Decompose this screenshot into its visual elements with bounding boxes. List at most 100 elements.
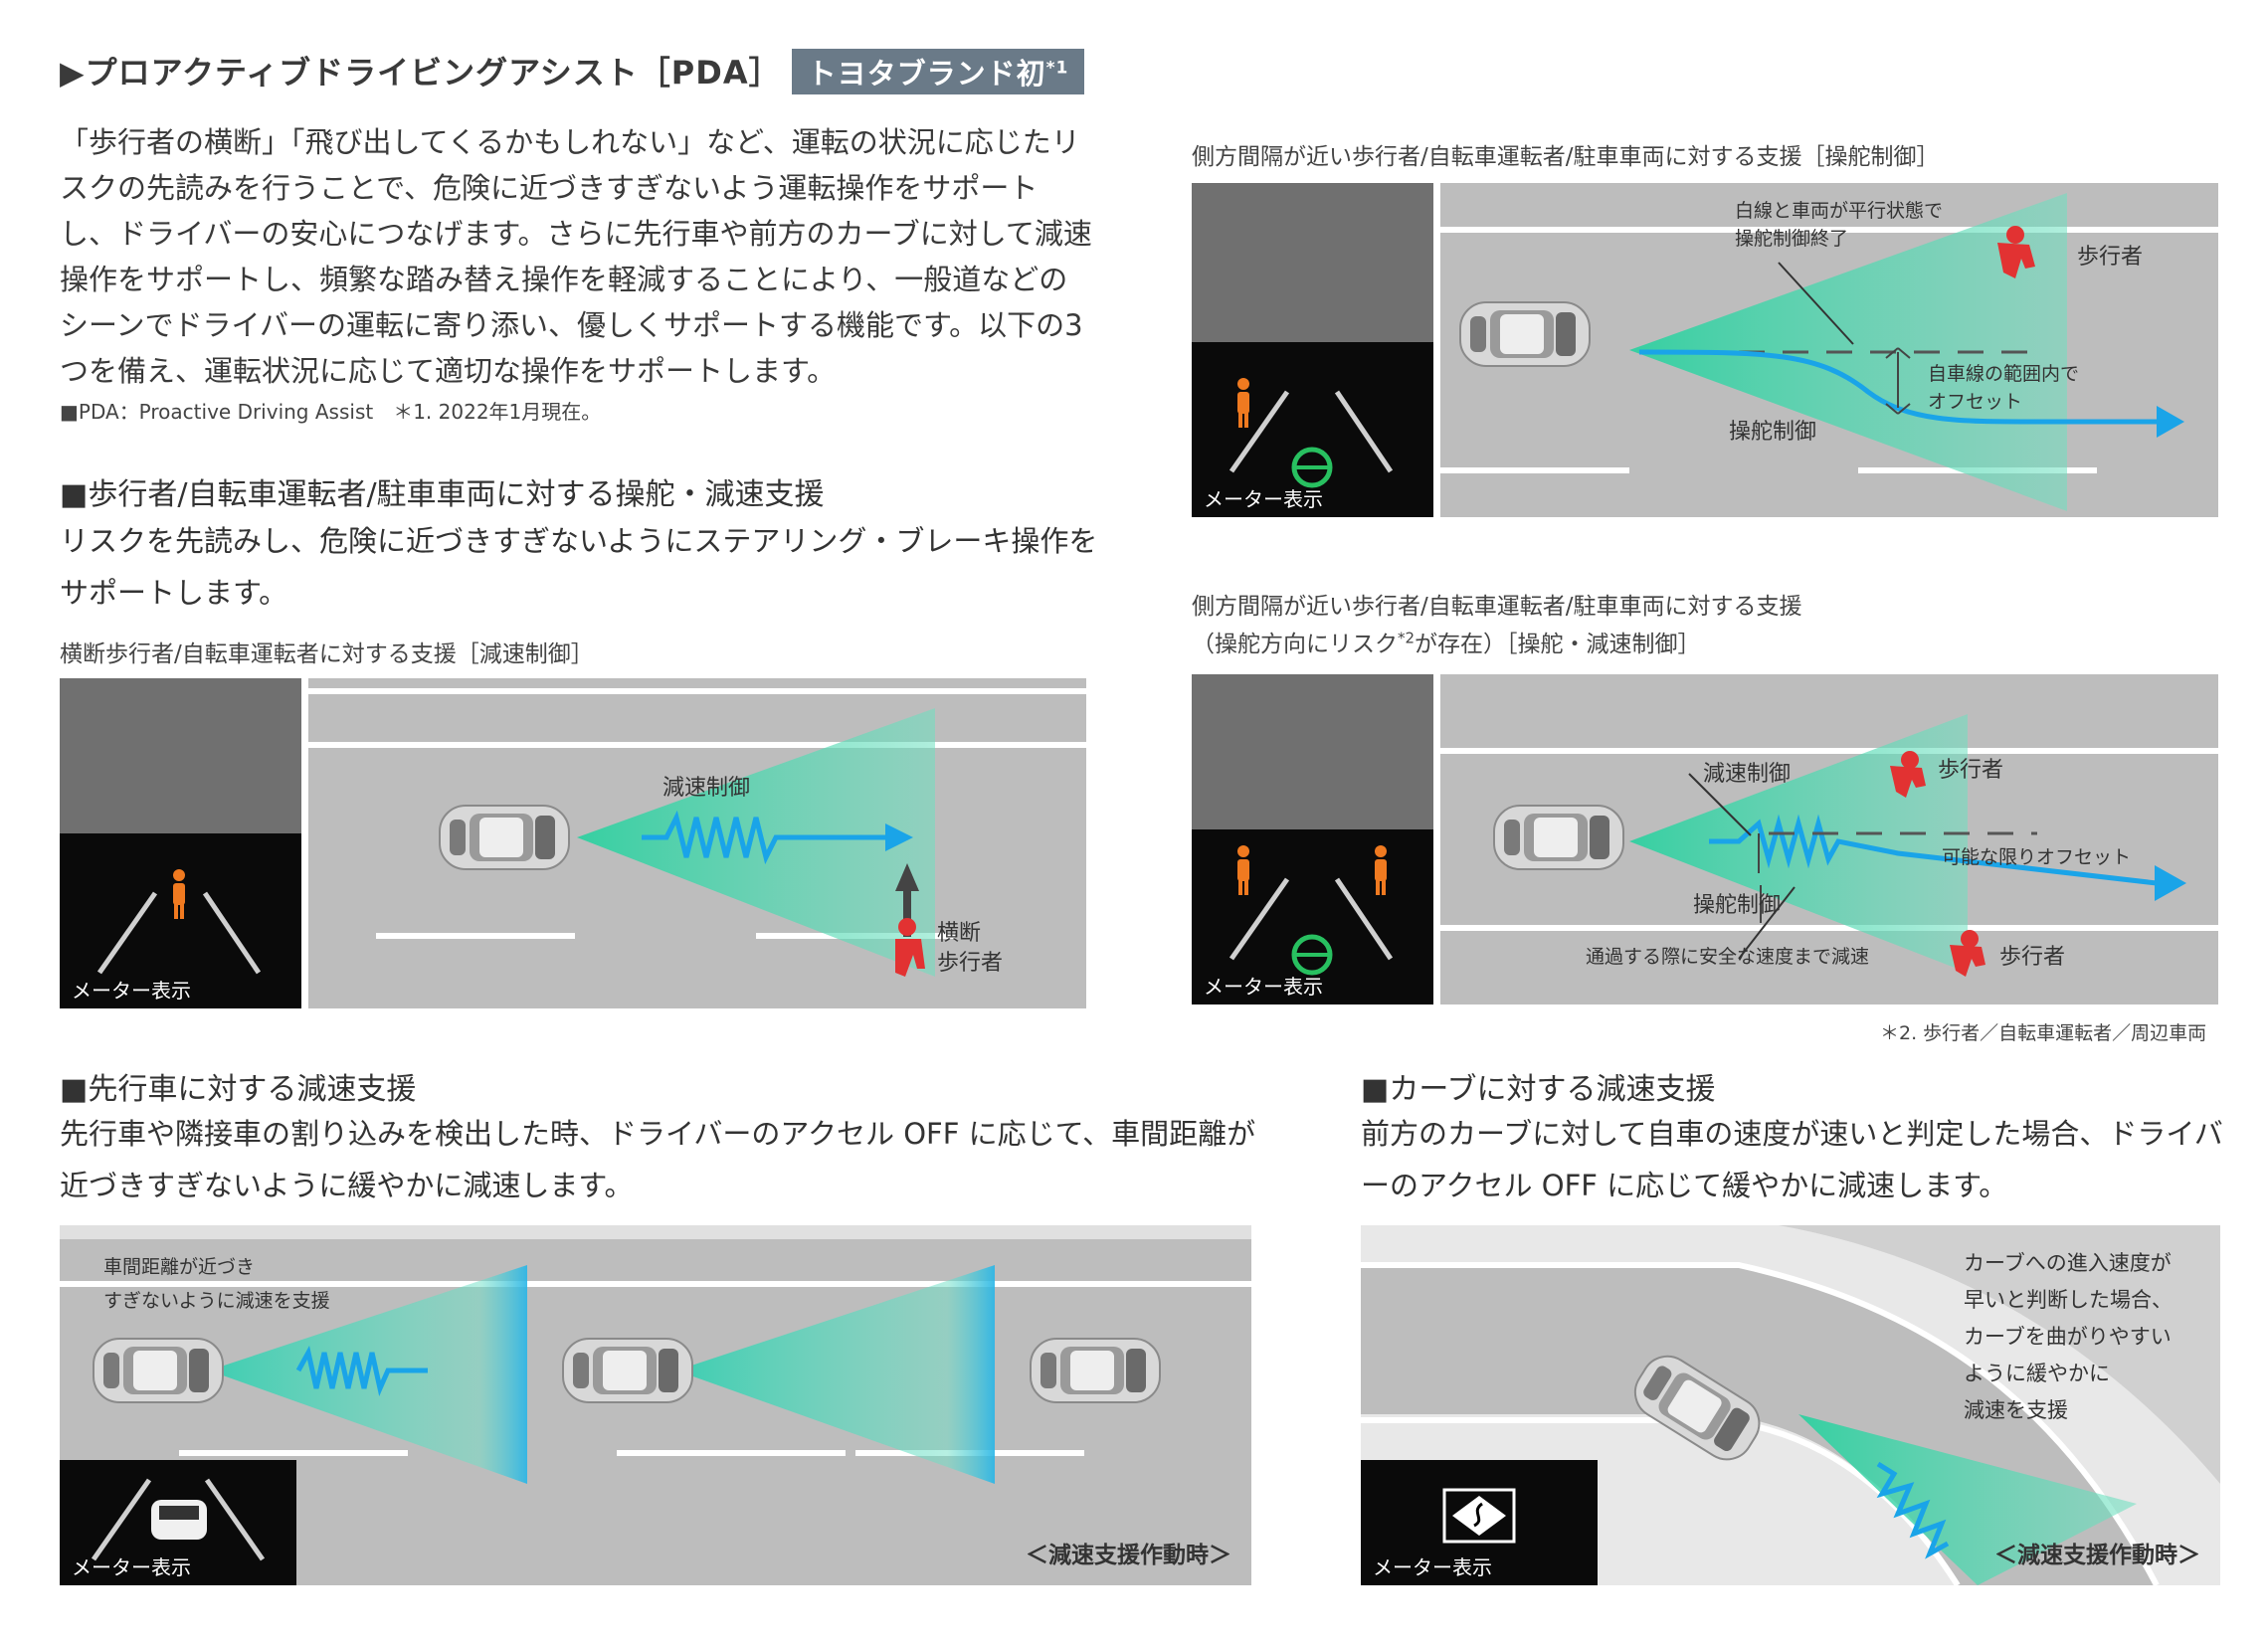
road: 白線と車両が平行状態で 操舵制御終了 歩行者 自車線の範囲内で オフセット 操舵… bbox=[1440, 183, 2218, 517]
sensor-beam bbox=[1798, 1414, 2137, 1585]
meter-display: メーター表示 bbox=[1192, 829, 1433, 1004]
own-car bbox=[93, 1338, 224, 1403]
meter-label: メーター表示 bbox=[72, 1555, 191, 1579]
steer-path bbox=[1638, 349, 2157, 425]
lead-car bbox=[1030, 1338, 1161, 1403]
curve-label-line: ように緩やかに bbox=[1964, 1362, 2110, 1385]
road: 減速制御 歩行者 可能な限りオフセット 操舵制御 歩行者 通過する際に安全な速度… bbox=[1440, 674, 2218, 1004]
sensor-beam bbox=[1629, 714, 1968, 973]
badge-footnote-mark: *1 bbox=[1045, 58, 1069, 79]
caption-sup: *2 bbox=[1398, 629, 1416, 647]
meter-car-icon bbox=[91, 1478, 266, 1561]
label-crossing: 横断 bbox=[937, 921, 982, 946]
label-2: すぎないように減速を支援 bbox=[103, 1290, 330, 1312]
label-pedestrian: 歩行者 bbox=[2077, 245, 2144, 270]
section2-desc: 先行車や隣接車の割り込みを検出した時、ドライバーのアクセル OFF に応じて、車… bbox=[60, 1117, 1256, 1202]
label-steer: 操舵制御 bbox=[1729, 420, 1817, 445]
meter-background bbox=[1192, 674, 1433, 829]
road-diagram bbox=[1440, 714, 2218, 977]
direction-arrow bbox=[2155, 865, 2186, 901]
road: 減速制御 横断 歩行者 bbox=[308, 678, 1086, 1008]
page-title: ▶プロアクティブドライビングアシスト［PDA］トヨタブランド初*1 bbox=[60, 48, 1085, 94]
intro-paragraph: 「歩行者の横断」「飛び出してくるかもしれない」など、運転の状況に応じたリスクの先… bbox=[60, 125, 1092, 388]
road-diagram bbox=[308, 688, 1086, 977]
curve-label-line: 減速を支援 bbox=[1964, 1398, 2068, 1422]
curve-label-line: カーブを曲がりやすい bbox=[1964, 1325, 2172, 1349]
own-car bbox=[1493, 805, 1624, 870]
curve-label-line: カーブへの進入速度が bbox=[1964, 1251, 2172, 1275]
decel-wave bbox=[295, 1346, 428, 1396]
section3-desc: 前方のカーブに対して自車の速度が速いと判定した場合、ドライバーのアクセル OFF… bbox=[1361, 1117, 2223, 1202]
meter-lane-icon bbox=[1228, 845, 1394, 976]
meter-label: メーター表示 bbox=[1373, 1555, 1492, 1579]
crossing-arrow bbox=[895, 863, 919, 891]
road-diagram bbox=[1440, 193, 2218, 511]
footnote-2: ＊2. 歩行者／自転車運転者／周辺車両 bbox=[1880, 1022, 2207, 1044]
curve-warning-icon bbox=[1442, 1488, 1516, 1544]
diagramC: メーター表示 減速制御 歩行者 可能な限りオフセット 操舵制御 歩行者 通過する… bbox=[1192, 674, 2218, 1004]
decel-wave bbox=[1876, 1461, 1950, 1559]
pedestrian-figure bbox=[895, 918, 925, 977]
section1-heading: ■歩行者/自転車運転者/駐車車両に対する操舵・減速支援 bbox=[60, 477, 825, 512]
label-offset: 可能な限りオフセット bbox=[1942, 846, 2132, 868]
label-decel: 減速制御 bbox=[662, 776, 751, 801]
diagramB-caption: 側方間隔が近い歩行者/自転車運転者/駐車車両に対する支援［操舵制御］ bbox=[1192, 144, 1940, 170]
diagramB: メーター表示 白線と車両が平行状態で 操舵制御終了 歩行者 自車線の範囲内で オ… bbox=[1192, 183, 2218, 517]
diagram-lead-car: 車間距離が近づき すぎないように減速を支援 メーター表示 ＜減速支援作動時＞ bbox=[60, 1225, 1251, 1585]
diagramA-caption: 横断歩行者/自転車運転者に対する支援［減速制御］ bbox=[60, 641, 594, 667]
label-offset-1: 自車線の範囲内で bbox=[1928, 363, 2080, 385]
meter-lane-icon bbox=[1228, 378, 1394, 488]
sensor-beam-2 bbox=[676, 1265, 995, 1484]
section2-heading: ■先行車に対する減速支援 bbox=[60, 1072, 417, 1107]
label-decel: 減速制御 bbox=[1703, 762, 1792, 787]
steering-assist-icon bbox=[1291, 447, 1333, 488]
pedestrian-figure-bottom bbox=[1950, 930, 1985, 977]
pedestrian-warning-icon-right bbox=[1375, 845, 1387, 895]
meter-label: メーター表示 bbox=[1204, 975, 1323, 999]
status-label: ＜減速支援作動時＞ bbox=[1026, 1543, 1231, 1568]
label-pedestrian-top: 歩行者 bbox=[1938, 758, 2004, 783]
meter-lane-icon bbox=[96, 869, 262, 975]
meter-label: メーター表示 bbox=[72, 979, 191, 1003]
label-pedestrian-bottom: 歩行者 bbox=[1999, 945, 2066, 970]
steer-decel-path bbox=[1709, 814, 2158, 886]
status-label: ＜減速支援作動時＞ bbox=[1994, 1543, 2200, 1568]
label-pedestrian: 歩行者 bbox=[937, 951, 1004, 976]
badge-text: トヨタブランド初 bbox=[807, 57, 1046, 91]
intro-note: ■PDA：Proactive Driving Assist ＊1. 2022年1… bbox=[60, 400, 602, 424]
meter-display: メーター表示 bbox=[1192, 342, 1433, 517]
meter-label: メーター表示 bbox=[1204, 487, 1323, 511]
section3-heading: ■カーブに対する減速支援 bbox=[1361, 1072, 1716, 1107]
meter-display: メーター表示 bbox=[1361, 1460, 1598, 1585]
diagramA: メーター表示 減速制御 横断 歩行者 bbox=[60, 678, 1086, 1008]
label-end-1: 白線と車両が平行状態で bbox=[1735, 200, 1944, 222]
diagram-curve: カーブへの進入速度が 早いと判断した場合、 カーブを曲がりやすい ように緩やかに… bbox=[1361, 1225, 2220, 1585]
pedestrian-warning-icon-left bbox=[1237, 845, 1249, 895]
direction-arrow bbox=[2157, 406, 2184, 438]
curve-label-line: 早いと判断した場合、 bbox=[1964, 1288, 2173, 1312]
own-car bbox=[1459, 301, 1591, 367]
caption-part: （操舵方向にリスク bbox=[1192, 632, 1398, 657]
meter-background bbox=[60, 678, 301, 833]
title-text: ▶プロアクティブドライビングアシスト［PDA］ bbox=[60, 54, 782, 91]
section1-desc: リスクを先読みし、危険に近づきすぎないようにステアリング・ブレーキ操作をサポート… bbox=[60, 524, 1098, 610]
meter-display: メーター表示 bbox=[60, 833, 301, 1008]
label-end-2: 操舵制御終了 bbox=[1735, 228, 1849, 250]
caption-part: が存在）［操舵・減速制御］ bbox=[1415, 632, 1701, 657]
decel-wave bbox=[642, 810, 885, 865]
pedestrian-warning-icon bbox=[173, 869, 185, 919]
pedestrian-figure bbox=[1997, 226, 2035, 278]
diagramC-caption-2: （操舵方向にリスク*2が存在）［操舵・減速制御］ bbox=[1192, 625, 1701, 658]
middle-car bbox=[562, 1338, 693, 1403]
label-offset-2: オフセット bbox=[1928, 391, 2023, 413]
pedestrian-warning-icon bbox=[1237, 378, 1249, 428]
brand-first-badge: トヨタブランド初*1 bbox=[791, 49, 1085, 94]
direction-arrow bbox=[885, 823, 913, 851]
pedestrian-figure-top bbox=[1890, 751, 1926, 798]
label-safe-speed: 通過する際に安全な速度まで減速 bbox=[1586, 946, 1870, 968]
diagramC-caption-1: 側方間隔が近い歩行者/自転車運転者/駐車車両に対する支援 bbox=[1192, 594, 1802, 620]
road-diagram bbox=[60, 1225, 1251, 1484]
meter-background bbox=[1192, 183, 1433, 342]
curve-label: カーブへの進入速度が 早いと判断した場合、 カーブを曲がりやすい ように緩やかに… bbox=[1964, 1245, 2173, 1429]
sensor-beam bbox=[577, 708, 935, 977]
